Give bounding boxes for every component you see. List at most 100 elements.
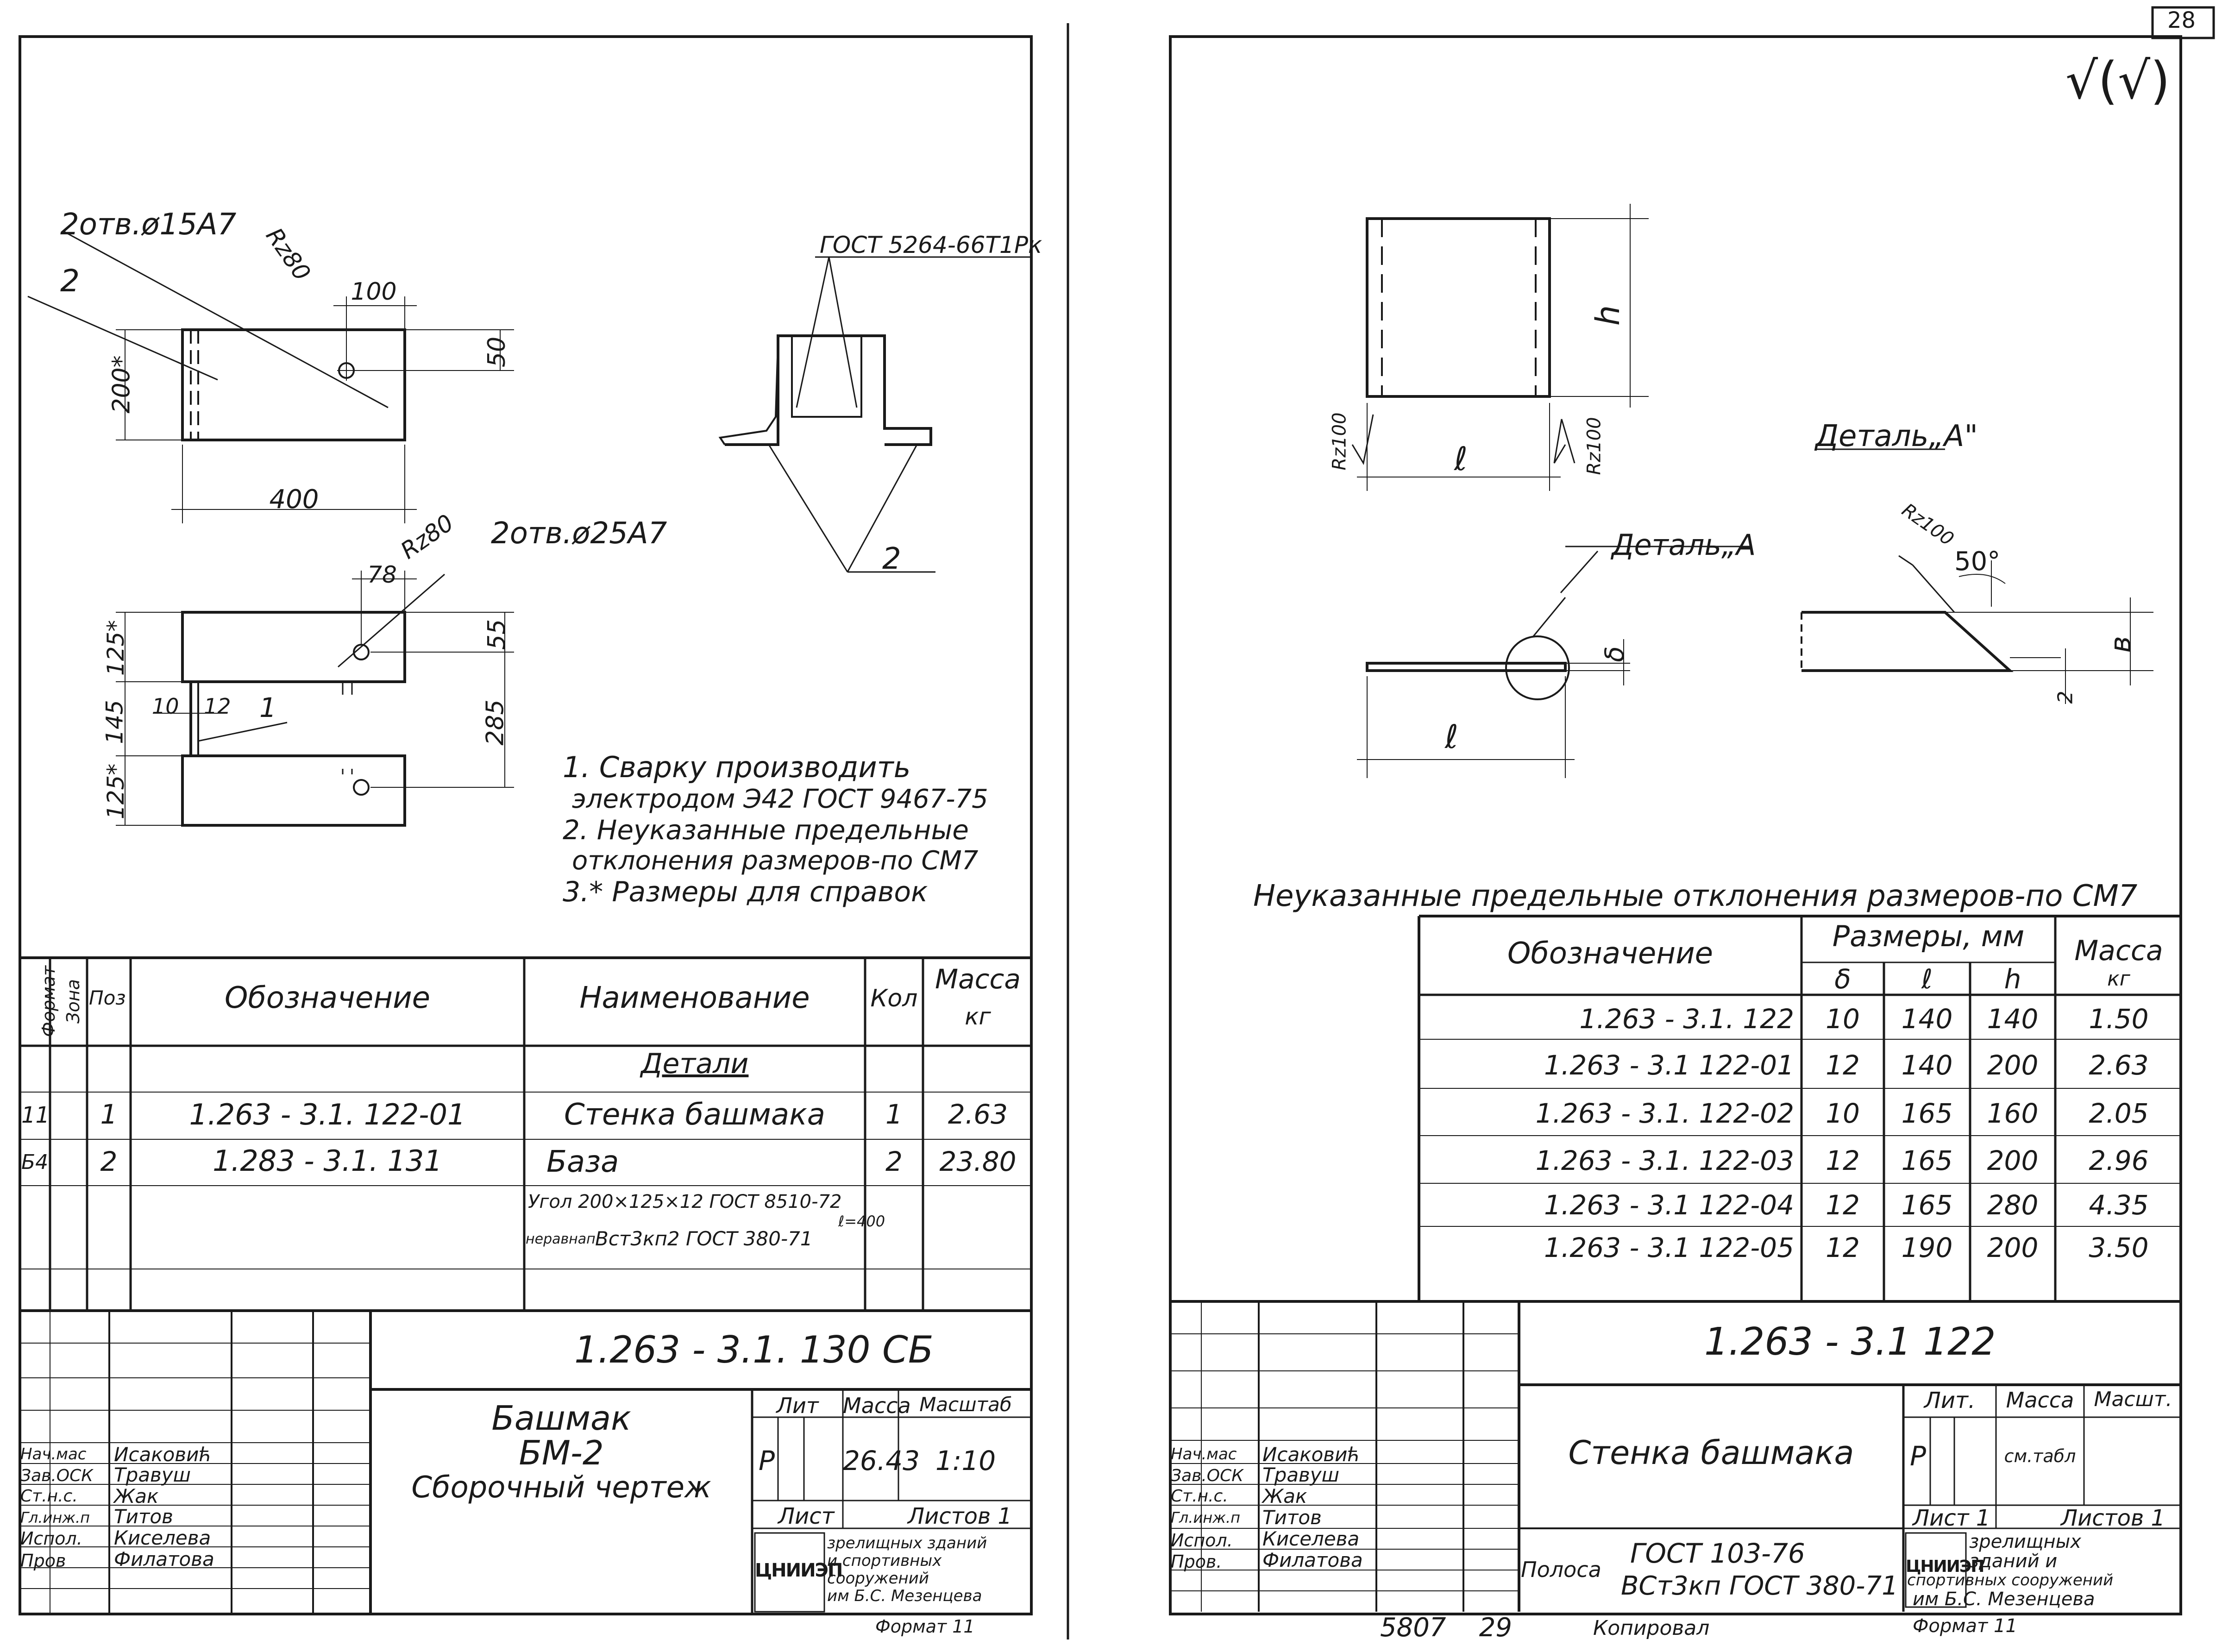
spec-row1-mass: 2.63: [948, 1099, 1008, 1130]
callout-gost-weld: ГОСТ 5264-66Т1Рк: [820, 232, 1042, 258]
left-title-sheet-label: Лист: [778, 1503, 835, 1529]
right-title-name: Стенка башмака: [1568, 1434, 1854, 1472]
left-top-view: [27, 231, 514, 523]
right-material-prefix: Полоса: [1521, 1557, 1601, 1582]
left-side-view: [116, 571, 514, 827]
right-table-header-mass-unit: кг: [2107, 967, 2130, 991]
left-title-scale-label: Масштаб: [919, 1393, 1012, 1416]
dim-145: 145: [101, 700, 128, 744]
right-detail-a-view: [1801, 448, 2153, 704]
left-title-block-lines: [19, 1311, 1033, 1615]
spec-row1-name: Стенка башмака: [564, 1098, 826, 1132]
page-number: 28: [2167, 7, 2196, 33]
right-row3-delta: 10: [1826, 1098, 1860, 1129]
label-rz100-right: Rz100: [1583, 417, 1605, 475]
right-copied-label: Копировал: [1593, 1616, 1710, 1640]
right-title-sheet-label: Лист 1: [1913, 1505, 1990, 1531]
right-row4-designation: 1.263 - 3.1. 122-03: [1535, 1145, 1794, 1176]
detail-a-reference: Деталь„А: [1612, 528, 1756, 562]
note-1: 1. Сварку производить: [563, 750, 911, 784]
left-signer-3-role: Ст.н.с.: [20, 1487, 78, 1506]
right-title-mass: см.табл: [2004, 1446, 2076, 1466]
dim-100: 100: [351, 278, 397, 306]
page-number-box: [2151, 6, 2215, 39]
right-row6-mass: 3.50: [2089, 1232, 2149, 1263]
right-row6-l: 190: [1901, 1232, 1953, 1263]
spec-header-format: Формат: [38, 965, 59, 1037]
right-org-line2: зданий и: [1969, 1551, 2058, 1572]
left-title-scale: 1:10: [935, 1445, 996, 1476]
left-sheet: [19, 35, 1033, 1615]
left-section-view: [718, 256, 1030, 573]
label-h: h: [1589, 305, 1627, 326]
check-mark: √(√): [2065, 51, 2171, 110]
right-signer-6-role: Пров.: [1171, 1551, 1222, 1572]
right-signer-5-role: Испол.: [1171, 1530, 1233, 1551]
spec-row1-pos: 1: [100, 1099, 118, 1130]
spec-header-designation: Обозначение: [224, 981, 431, 1015]
right-signer-4-name: Титов: [1262, 1506, 1322, 1529]
detail-a-title: Деталь„А": [1815, 419, 1978, 453]
spec-row2-pos: 2: [100, 1146, 118, 1177]
right-row3-mass: 2.05: [2089, 1098, 2149, 1129]
dim-50: 50: [483, 336, 511, 368]
right-row6-designation: 1.263 - 3.1 122-05: [1544, 1232, 1794, 1263]
right-signer-1-role: Нач.мас: [1171, 1445, 1237, 1464]
left-title-name-3: Сборочный чертеж: [411, 1470, 711, 1505]
right-table-header-delta: δ: [1834, 963, 1851, 995]
dim-78: 78: [367, 561, 397, 588]
spec-row1-designation: 1.263 - 3.1. 122-01: [189, 1098, 466, 1131]
right-bottom-numbers: 5807 29: [1380, 1613, 1512, 1643]
right-row4-h: 200: [1987, 1145, 2039, 1176]
right-strip-view: [1357, 546, 1751, 778]
right-row1-designation: 1.263 - 3.1. 122: [1579, 1003, 1794, 1035]
left-signer-4-role: Гл.инж.п: [20, 1509, 90, 1526]
spec-material-length: ℓ=400: [838, 1212, 885, 1230]
left-signer-5-name: Киселева: [114, 1526, 211, 1549]
right-row1-mass: 1.50: [2089, 1003, 2149, 1035]
right-row3-designation: 1.263 - 3.1. 122-02: [1535, 1098, 1794, 1129]
right-title-mass-label: Масса: [2006, 1388, 2074, 1413]
right-material-top: ГОСТ 103-76: [1630, 1538, 1805, 1569]
right-signer-3-role: Ст.н.с.: [1171, 1487, 1228, 1506]
right-row5-l: 165: [1901, 1189, 1953, 1221]
spec-material-line2-prefix: неравнап.: [526, 1231, 600, 1247]
spec-header-name: Наименование: [579, 981, 810, 1015]
left-signer-2-name: Травуш: [114, 1464, 191, 1486]
label-rz100-left: Rz100: [1329, 412, 1350, 471]
right-table-header-l: ℓ: [1921, 963, 1933, 995]
right-signer-2-role: Зав.ОСК: [1171, 1466, 1243, 1485]
right-title-scale-label: Масшт.: [2094, 1388, 2172, 1411]
label-delta: δ: [1600, 646, 1630, 662]
note-1b: электродом Э42 ГОСТ 9467-75: [572, 784, 988, 814]
right-title-code: 1.263 - 3.1 122: [1704, 1320, 1996, 1364]
left-title-mass: 26.43: [843, 1445, 920, 1476]
right-row5-designation: 1.263 - 3.1 122-04: [1544, 1189, 1794, 1221]
left-title-lit: Р: [759, 1445, 775, 1476]
right-row3-h: 160: [1987, 1098, 2039, 1129]
left-title-lit-label: Лит: [776, 1393, 819, 1418]
spec-row2-format: Б4: [21, 1150, 49, 1174]
right-sheet: [1169, 35, 2182, 1615]
left-signer-2-role: Зав.ОСК: [20, 1466, 93, 1485]
right-row6-delta: 12: [1826, 1232, 1860, 1263]
right-table-header-mass: Масса: [2074, 935, 2163, 967]
dim-55: 55: [483, 619, 511, 650]
spec-material-line1: Угол 200×125×12 ГОСТ 8510-72: [528, 1191, 842, 1212]
right-title-lit: Р: [1910, 1440, 1926, 1472]
right-row5-delta: 12: [1826, 1189, 1860, 1221]
left-signer-6-name: Филатова: [114, 1548, 214, 1570]
spec-header-mass-unit: кг: [965, 1003, 991, 1030]
right-material-bottom: ВСт3кп ГОСТ 380-71: [1621, 1571, 1898, 1601]
left-title-code: 1.263 - 3.1. 130 СБ: [574, 1328, 934, 1371]
left-format-label: Формат 11: [875, 1616, 975, 1637]
left-title-name-1: Башмак: [491, 1399, 631, 1438]
left-notes: 1. Сварку производить электродом Э42 ГОС…: [563, 750, 988, 908]
spec-row1-format: 11: [21, 1102, 50, 1128]
callout-pos1: 1: [259, 692, 276, 723]
dim-285: 285: [481, 699, 509, 746]
spec-header-mass: Масса: [935, 963, 1021, 995]
spec-row2-name: База: [546, 1145, 619, 1179]
dim-12: 12: [204, 694, 231, 719]
